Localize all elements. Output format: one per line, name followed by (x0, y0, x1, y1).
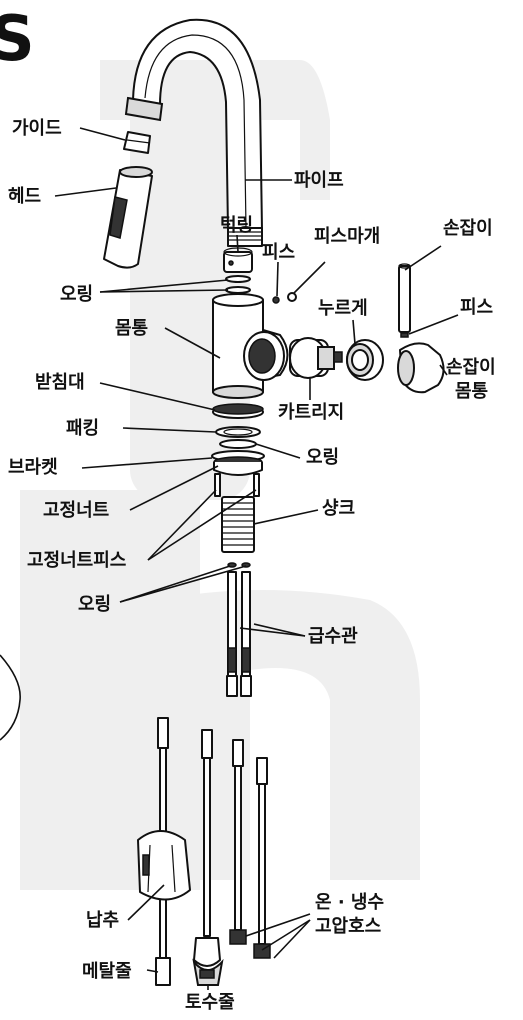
bracket-part (211, 450, 265, 476)
screw-cap-dot (287, 292, 297, 302)
label-tuck-ring: 턱링 (220, 215, 253, 236)
screw-top-dot (272, 296, 280, 304)
label-base: 받침대 (35, 372, 85, 393)
label-oring-mid: 오링 (306, 447, 339, 468)
label-shank: 샹크 (322, 498, 355, 519)
label-packing: 패킹 (66, 418, 99, 439)
label-screw-side: 피스 (460, 297, 493, 318)
label-oring-top: 오링 (60, 284, 93, 305)
label-bracket: 브라켓 (8, 457, 58, 478)
tuck-ring-part (223, 247, 253, 273)
handle-body-part (397, 342, 445, 394)
label-handle-body-1: 손잡이 (446, 357, 496, 378)
handle-part (398, 263, 411, 333)
oring-top-2 (225, 286, 251, 294)
oring-top-1 (225, 275, 251, 283)
label-weight: 납추 (86, 910, 119, 931)
label-fixing-nut: 고정너트 (43, 500, 109, 521)
label-handle: 손잡이 (443, 218, 493, 239)
label-pipe: 파이프 (294, 170, 344, 191)
packing-part (215, 426, 261, 438)
corner-arc (0, 654, 21, 741)
oring-bottom-part (227, 562, 251, 568)
outlet-hose-part (192, 729, 224, 986)
label-supply-pipe: 급수관 (308, 626, 358, 647)
label-guide: 가이드 (12, 118, 62, 139)
oring-mid-part (219, 439, 257, 449)
label-oring-bottom: 오링 (78, 594, 111, 615)
body-part (212, 293, 289, 399)
label-hot-cold-2: 고압호스 (315, 916, 381, 937)
pipe-part (124, 18, 263, 247)
label-body: 몸통 (115, 318, 148, 339)
corner-letter: S (0, 2, 35, 75)
label-cartridge: 카트리지 (278, 402, 344, 423)
base-part (212, 403, 264, 419)
label-metal-hose: 메탈줄 (82, 961, 132, 982)
label-hot-cold-1: 온 · 냉수 (315, 892, 384, 913)
label-head: 헤드 (8, 186, 41, 207)
label-handle-body-2: 몸통 (455, 381, 488, 402)
supply-pipe-part (226, 571, 252, 697)
fixing-nut-screw-part (214, 473, 260, 497)
label-fixing-nut-screw: 고정너트피스 (27, 550, 126, 571)
label-screw-top: 피스 (262, 242, 295, 263)
label-screw-cap: 피스마개 (314, 226, 380, 247)
label-pusher: 누르게 (318, 298, 368, 319)
shank-part (221, 496, 255, 553)
guide-part (123, 131, 151, 154)
label-outlet-hose: 토수줄 (185, 992, 235, 1013)
cartridge-part (289, 337, 343, 379)
pusher-part (346, 339, 384, 381)
weight-part (137, 830, 191, 901)
screw-side-part (400, 332, 409, 338)
leader-lines (54, 127, 459, 990)
head-part (103, 166, 153, 269)
